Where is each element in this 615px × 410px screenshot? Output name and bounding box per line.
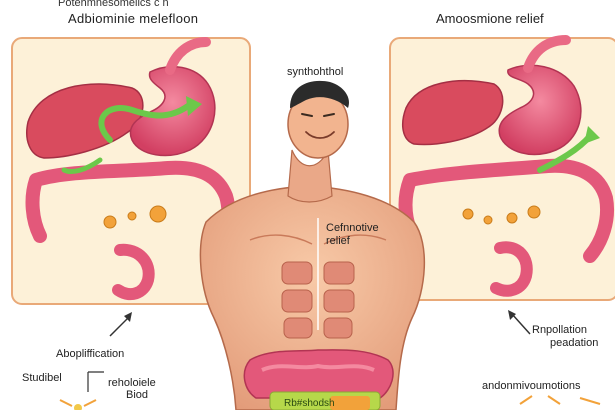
top-left-small-label: Potehmnesomelics c n (58, 0, 169, 9)
right-label-2: peadation (550, 337, 599, 349)
pointer-arrow-right (508, 310, 531, 335)
center-label: Cefnnotive relief (326, 222, 379, 248)
top-left-title: Adbiominie melefloon (68, 11, 199, 26)
right-sparkle (519, 395, 601, 405)
right-arrow-label: Rnpollation peadation (532, 324, 598, 350)
left-arrow-label: Abopliffication (56, 348, 125, 360)
center-label-line1: Cefnnotive (326, 222, 379, 234)
left-bottom-label: Studibel (22, 372, 62, 384)
center-top-label: synthohthol (287, 66, 344, 78)
pointer-arrow-left (109, 312, 132, 337)
left-panel (11, 37, 251, 305)
right-label-1: Rnpollation (532, 324, 588, 336)
center-figure (199, 80, 426, 410)
right-bottom-label: andonmivoumotions (482, 380, 581, 392)
left-bracket (59, 371, 104, 410)
bottom-center-partial-label: Rb#shodsh (284, 398, 335, 409)
green-arrow-left (98, 103, 191, 143)
left-bottom-bracket-label: reholoiele Biod (108, 377, 156, 401)
right-panel (389, 35, 615, 301)
hair (290, 80, 350, 108)
left-bottom-label-a: reholoiele (108, 377, 156, 389)
left-bottom-label-b: Biod (126, 389, 149, 401)
intestines-center (243, 349, 394, 399)
top-right-title: Amoosmione relief (436, 11, 544, 26)
center-label-line2: relief (326, 235, 350, 247)
stomach-right (498, 64, 582, 156)
liver-right (401, 79, 504, 146)
abdominal-muscles (281, 261, 355, 339)
